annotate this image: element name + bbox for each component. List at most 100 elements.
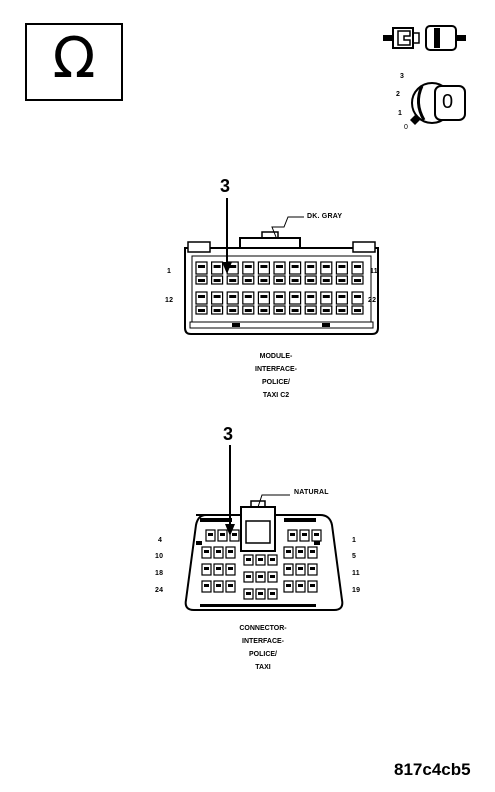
pin-terminal	[338, 295, 346, 298]
pin-terminal	[314, 533, 319, 536]
connector2-color-leader	[257, 494, 290, 508]
connector1-name-line: INTERFACE-	[255, 366, 297, 373]
pin-terminal	[270, 558, 275, 561]
pin-terminal	[354, 265, 361, 268]
pin-terminal	[291, 279, 299, 282]
connector1-pin3-arrow	[222, 198, 232, 274]
pin-terminal	[258, 592, 263, 595]
connector2-name-line: TAXI	[255, 664, 271, 671]
pin-terminal	[228, 567, 233, 570]
pin-terminal	[204, 567, 209, 570]
pin-terminal	[260, 279, 268, 282]
ohm-symbol: Ω	[52, 26, 96, 91]
pin-terminal	[310, 584, 315, 587]
connector1-pin-1: 1	[167, 268, 172, 275]
pin-terminal	[354, 309, 361, 312]
pin-terminal	[286, 567, 291, 570]
connector2-pin-11: 11	[352, 570, 360, 577]
pin-terminal	[290, 533, 295, 536]
connector1-name-line: MODULE-	[259, 353, 293, 360]
figure-code: 817c4cb5	[394, 760, 471, 779]
pin-terminal	[260, 295, 268, 298]
pin-terminal	[208, 533, 213, 536]
connector1-pins	[195, 261, 364, 315]
pin-terminal	[298, 567, 303, 570]
connector2-pin-1: 1	[352, 537, 357, 544]
key-position-1: 1	[398, 110, 403, 117]
pin-terminal	[260, 309, 268, 312]
pin-terminal	[198, 309, 205, 312]
connector1-pin-callout: 3	[220, 176, 231, 196]
connector2-name-line: CONNECTOR-	[239, 625, 287, 632]
pin-terminal	[307, 295, 315, 298]
connector2-color-label: NATURAL	[294, 489, 329, 496]
connector2-pin-24: 24	[155, 587, 164, 594]
key-position-3: 3	[400, 73, 405, 80]
pin-terminal	[229, 279, 237, 282]
pin-terminal	[244, 309, 252, 312]
pin-terminal	[258, 575, 263, 578]
pin-terminal	[276, 309, 283, 312]
pin-terminal	[298, 584, 303, 587]
connector1-name-line: TAXI C2	[262, 392, 290, 399]
connector1-name-line: POLICE/	[261, 379, 290, 386]
pin-terminal	[244, 295, 252, 298]
key-position-0: 0	[404, 124, 409, 131]
pin-terminal	[270, 575, 275, 578]
pin-terminal	[204, 584, 209, 587]
pin-terminal	[228, 550, 233, 553]
ignition-key-icon	[410, 82, 466, 125]
connector1-pin-22: 22	[368, 297, 377, 304]
pin-terminal	[286, 550, 291, 553]
pin-terminal	[260, 265, 268, 268]
pin-terminal	[213, 309, 221, 312]
pin-terminal	[302, 533, 307, 536]
connector2-pin3-arrow	[225, 445, 235, 536]
pin-terminal	[338, 309, 346, 312]
connector1-color-label: DK. GRAY	[307, 213, 343, 220]
pin-terminal	[228, 584, 233, 587]
pin-terminal	[220, 533, 225, 536]
pin-terminal	[338, 279, 346, 282]
pin-terminal	[198, 265, 205, 268]
connector2-pin-4: 4	[158, 537, 163, 544]
pin-terminal	[322, 309, 330, 312]
key-position-2: 2	[396, 91, 401, 98]
connector2-pin-5: 5	[352, 553, 357, 560]
connector1-pin-11: 11	[370, 268, 378, 275]
connector2-pin-18: 18	[155, 570, 164, 577]
pin-terminal	[276, 279, 283, 282]
pin-terminal	[246, 592, 251, 595]
pin-terminal	[322, 265, 330, 268]
pin-terminal	[198, 295, 205, 298]
pin-terminal	[310, 550, 315, 553]
pin-terminal	[198, 279, 205, 282]
pin-terminal	[298, 550, 303, 553]
pin-terminal	[354, 279, 361, 282]
connector2-pin-10: 10	[155, 553, 164, 560]
pin-terminal	[232, 533, 237, 536]
pin-terminal	[229, 295, 237, 298]
pin-terminal	[216, 550, 221, 553]
ohmmeter-icon: Ω	[25, 23, 123, 101]
connector-plug-icon	[383, 25, 466, 51]
pin-terminal	[204, 550, 209, 553]
pin-terminal	[213, 265, 221, 268]
pin-terminal	[322, 295, 330, 298]
pin-terminal	[270, 592, 275, 595]
pin-terminal	[276, 265, 283, 268]
key-label: 0	[442, 91, 454, 113]
pin-terminal	[229, 265, 237, 268]
pin-terminal	[286, 584, 291, 587]
connector2-pin-19: 19	[352, 587, 361, 594]
connector2-name: CONNECTOR- INTERFACE- POLICE/ TAXI	[208, 622, 318, 674]
connector2-name-line: POLICE/	[248, 651, 277, 658]
connector2-name-line: INTERFACE-	[242, 638, 284, 645]
pin-terminal	[216, 584, 221, 587]
pin-terminal	[213, 295, 221, 298]
pin-terminal	[322, 279, 330, 282]
pin-terminal	[216, 567, 221, 570]
pin-terminal	[291, 295, 299, 298]
pin-terminal	[229, 309, 237, 312]
